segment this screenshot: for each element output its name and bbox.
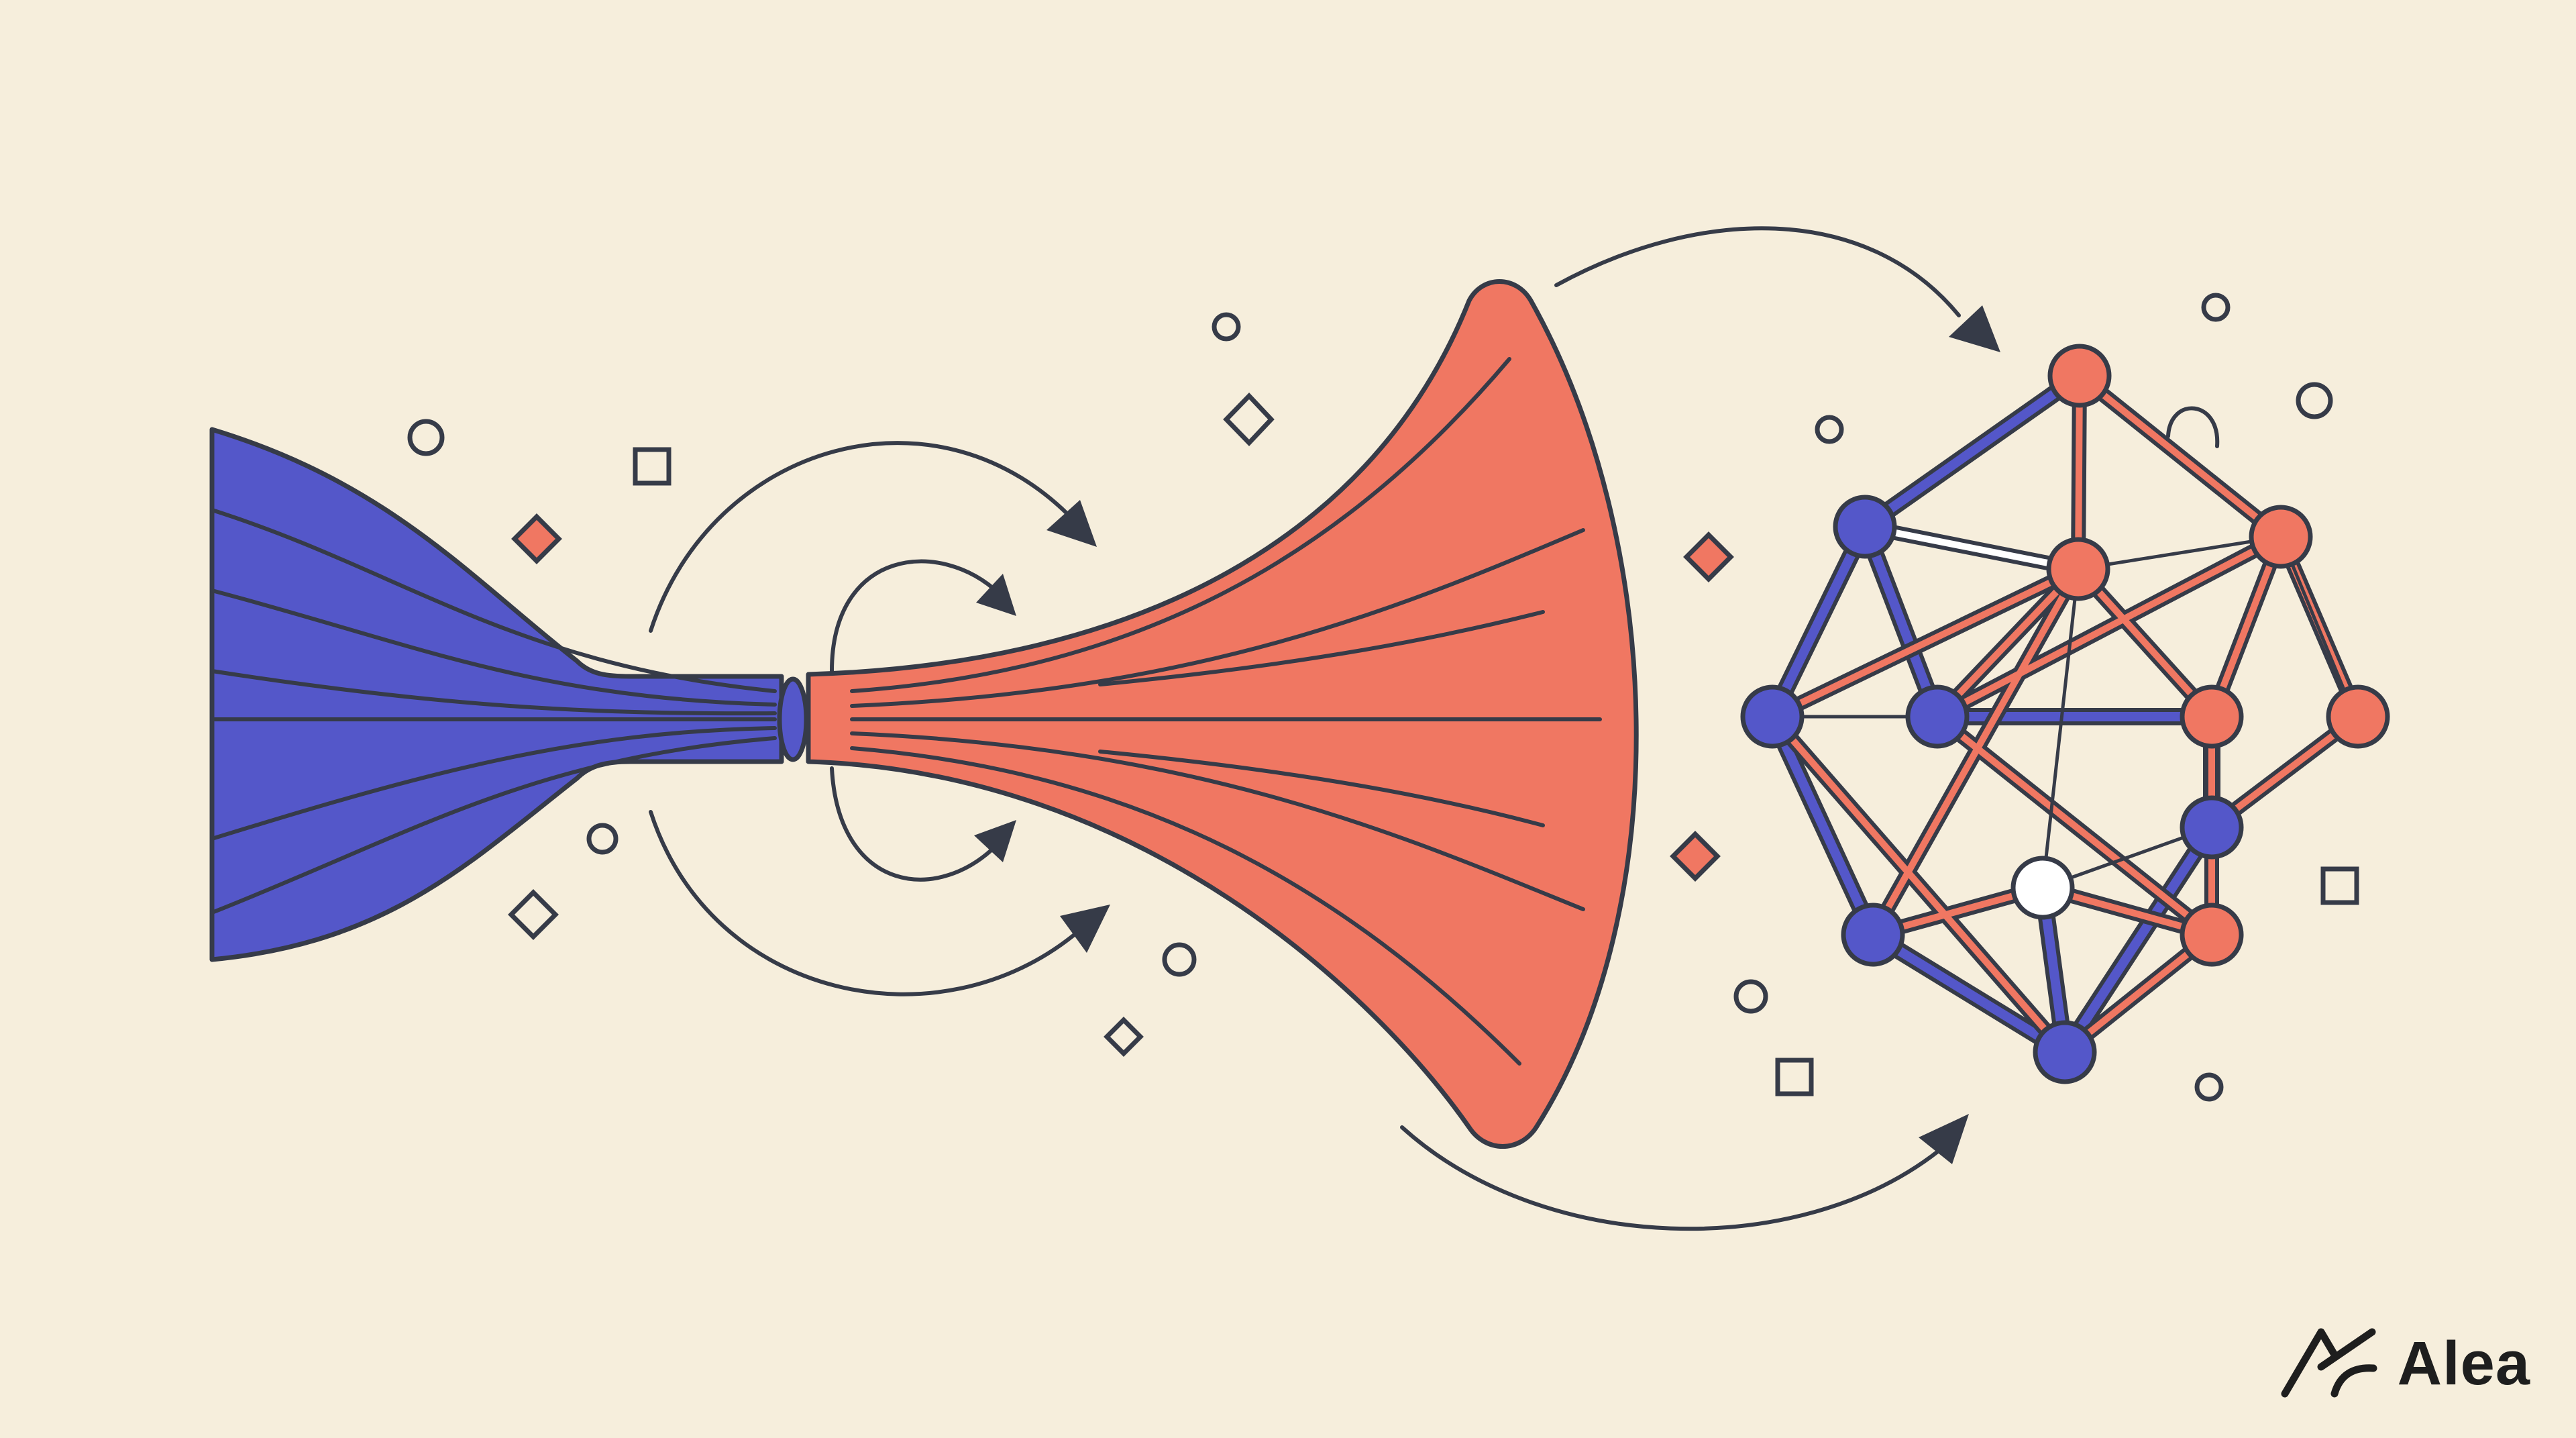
graph-node [2033, 1020, 2097, 1084]
red-fan-shape [806, 279, 1639, 1149]
red-flow-lines [850, 357, 1602, 1066]
square-decoration [633, 447, 672, 486]
alea-logo-mark-icon [2281, 1328, 2377, 1398]
circle-decoration [2201, 293, 2231, 322]
arrow-bottom-right-head [1919, 1114, 1969, 1164]
graph-node [1905, 684, 1970, 749]
arrow-top-right-head [1949, 305, 2000, 352]
graph-node [1740, 684, 1805, 749]
circle-decoration [1212, 312, 1241, 342]
graph-node [2180, 903, 2244, 967]
graph-top-arc [2166, 406, 2220, 448]
brand-name: Alea [2397, 1329, 2530, 1398]
graph-node [2180, 684, 2244, 749]
red-decorations [511, 513, 1734, 882]
arrow-loop-upper-head [976, 574, 1016, 616]
red-diamond-decoration [1683, 531, 1734, 582]
circle-decoration [586, 823, 619, 855]
arrow-upper-large-head [1046, 500, 1097, 547]
brand-logo: Alea [2279, 1327, 2530, 1400]
diamond-decoration [1104, 1017, 1144, 1057]
graph-node [2180, 795, 2244, 860]
blue-funnel-shape [209, 427, 784, 962]
funnel-neck-ring [777, 676, 809, 762]
graph-node [2010, 856, 2075, 920]
graph-node [2046, 537, 2110, 601]
compressed-funnel [209, 427, 809, 962]
graph-node [1833, 495, 1897, 559]
graph-node [2047, 344, 2112, 408]
square-decoration [2320, 866, 2359, 905]
graph-node [1841, 903, 1905, 967]
decorations [407, 293, 2359, 1102]
graph-nodes [1740, 344, 2390, 1084]
diamond-decoration [508, 889, 559, 940]
arrow-loop-upper [830, 559, 1002, 673]
expanded-fan [806, 279, 1639, 1149]
circle-decoration [2194, 1072, 2224, 1102]
node-graph [1740, 344, 2390, 1084]
circle-decoration [2296, 382, 2333, 419]
arrow-lower-large [649, 810, 1079, 996]
square-decoration [1775, 1058, 1814, 1096]
arrow-loop-lower-head [974, 820, 1016, 862]
arrow-loop-lower [830, 766, 1002, 882]
arrow-top-right [1554, 226, 1961, 317]
blue-flow-lines [210, 508, 777, 915]
diamond-decoration [1223, 392, 1275, 447]
red-diamond-decoration [511, 513, 562, 564]
flow-arrows [649, 226, 2000, 1231]
circle-decoration [1815, 415, 1844, 444]
arrow-upper-large [649, 441, 1079, 633]
circle-decoration [1733, 979, 1768, 1014]
graph-edges [1764, 367, 2365, 1061]
graph-node [2249, 505, 2313, 569]
circle-decoration [1162, 942, 1197, 977]
red-diamond-decoration [1670, 831, 1721, 882]
circle-decoration [407, 419, 445, 456]
graph-node [2326, 684, 2390, 749]
arrow-lower-large-head [1060, 905, 1110, 953]
arrow-bottom-right [1400, 1125, 1941, 1231]
